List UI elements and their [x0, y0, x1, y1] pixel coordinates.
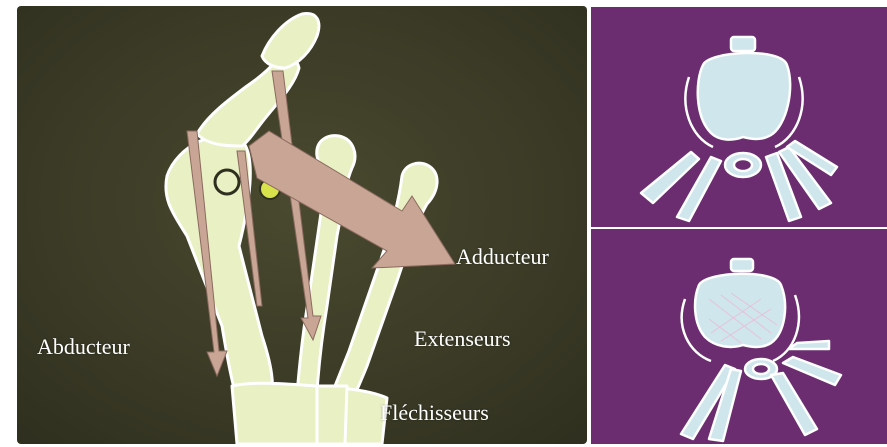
top-tendon-stub-2 — [731, 259, 753, 271]
extenseurs-label: Extenseurs — [414, 326, 511, 352]
central-tendon-inner-2 — [753, 364, 769, 374]
bone-diagram-svg — [17, 6, 587, 444]
bone-diagram-panel — [17, 6, 587, 444]
flechisseurs-label: Fléchisseurs — [380, 400, 489, 426]
top-tendon-stub — [731, 37, 755, 51]
adducteur-label: Adducteur — [456, 244, 549, 270]
cross-section-bottom-svg — [591, 229, 887, 444]
cross-section-top-panel — [591, 7, 887, 227]
lower-segment-bone — [317, 386, 347, 444]
carpal-bones — [232, 383, 387, 444]
abducteur-label: Abducteur — [37, 334, 130, 360]
bone-cross-section — [698, 53, 790, 140]
cross-section-bottom-panel — [591, 229, 887, 444]
bone-cross-section-2 — [695, 274, 785, 347]
central-tendon-inner — [734, 159, 752, 171]
cross-section-top-svg — [591, 7, 887, 227]
